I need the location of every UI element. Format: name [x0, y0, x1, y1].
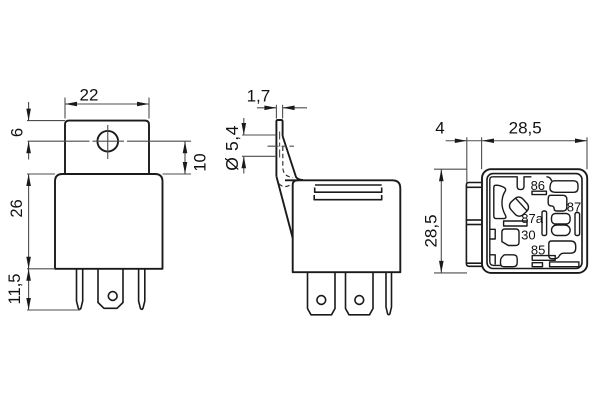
svg-text:28,5: 28,5 [509, 119, 542, 138]
svg-text:1,7: 1,7 [247, 87, 271, 106]
svg-text:11,5: 11,5 [6, 274, 24, 305]
svg-text:85: 85 [531, 242, 545, 257]
svg-text:86: 86 [531, 178, 545, 193]
svg-text:26: 26 [8, 199, 26, 217]
svg-text:Ø 5,4: Ø 5,4 [222, 125, 242, 171]
svg-text:6: 6 [9, 128, 27, 137]
svg-text:4: 4 [435, 118, 444, 137]
svg-text:28,5: 28,5 [422, 214, 441, 247]
svg-text:10: 10 [192, 153, 210, 171]
svg-text:87a: 87a [521, 211, 543, 226]
svg-text:30: 30 [521, 228, 535, 243]
svg-text:22: 22 [80, 86, 99, 105]
svg-text:87: 87 [567, 199, 581, 214]
